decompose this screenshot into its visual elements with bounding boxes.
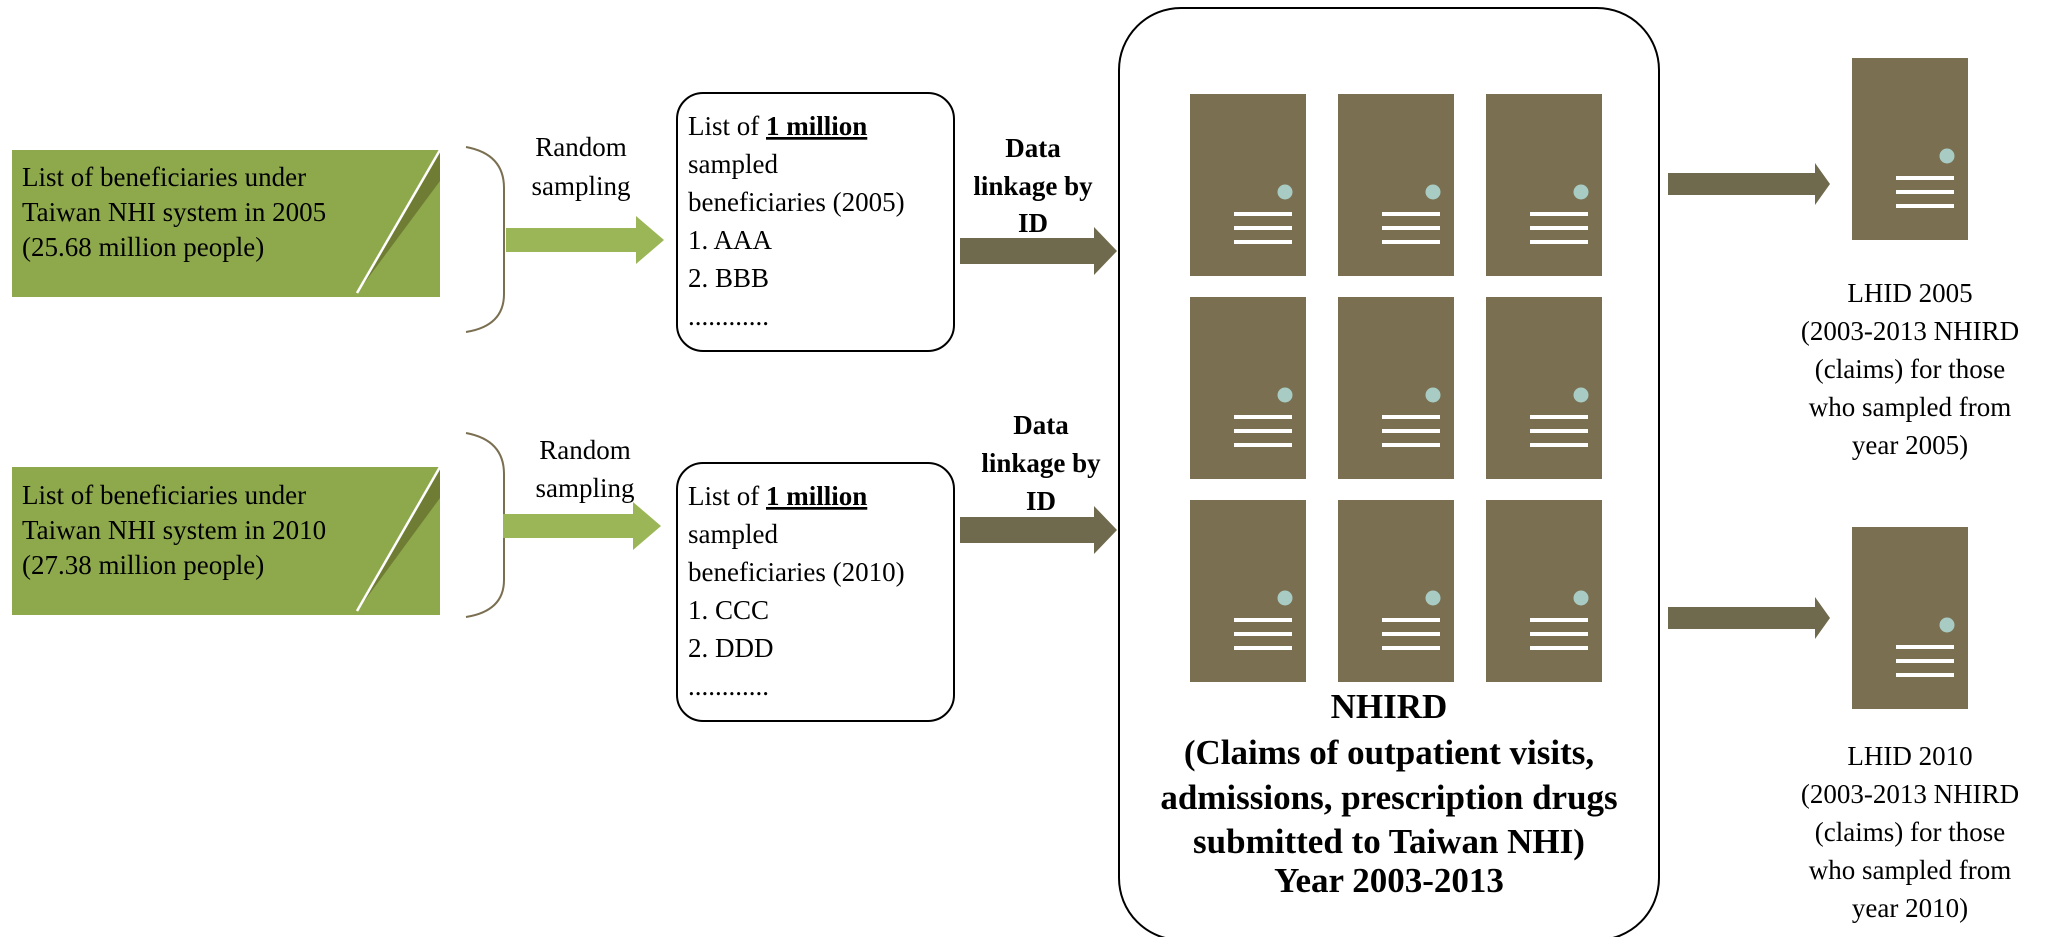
server-icon xyxy=(1338,94,1454,276)
list-title: List of 1 million xyxy=(688,481,867,511)
server-icon xyxy=(1190,297,1306,479)
nhird-line: submitted to Taiwan NHI) xyxy=(1193,822,1585,861)
server-icon xyxy=(1338,500,1454,682)
nhird-line: Year 2003-2013 xyxy=(1274,861,1504,900)
source-banner-bg xyxy=(12,150,440,297)
source-banner-2005: List of beneficiaries under Taiwan NHI s… xyxy=(12,149,442,297)
lhid-line: LHID 2005 xyxy=(1847,278,1972,308)
data-linkage-label: Data xyxy=(1005,133,1061,163)
server-icon xyxy=(1486,500,1602,682)
sampled-list-2005: List of 1 million sampled beneficiaries … xyxy=(676,92,955,352)
server-icon xyxy=(1338,297,1454,479)
source-banner-bg xyxy=(12,467,440,615)
server-icon xyxy=(1486,94,1602,276)
random-sampling-label: sampling xyxy=(532,171,631,201)
right-brace-2010 xyxy=(465,432,505,618)
list-line: ............ xyxy=(688,301,769,331)
server-icon xyxy=(1190,94,1306,276)
lhid-server-icon-2010 xyxy=(1852,527,1968,709)
list-line: sampled xyxy=(688,149,778,179)
sampled-list-box xyxy=(676,462,955,722)
lhid-line: (claims) for those xyxy=(1815,354,2005,384)
lhid-line: (claims) for those xyxy=(1815,817,2005,847)
list-line: 1. CCC xyxy=(688,595,769,625)
nhird-line: admissions, prescription drugs xyxy=(1160,778,1617,817)
list-line: beneficiaries (2010) xyxy=(688,557,905,587)
sampled-list-box xyxy=(676,92,955,352)
list-line: 2. DDD xyxy=(688,633,774,663)
list-line: ............ xyxy=(688,671,769,701)
lhid-caption-2005: LHID 2005 (2003-2013 NHIRD (claims) for … xyxy=(1801,278,2019,460)
lhid-line: who sampled from xyxy=(1809,392,2011,422)
list-line: 2. BBB xyxy=(688,263,769,293)
nhird-line: NHIRD xyxy=(1331,687,1448,726)
lhid-line: (2003-2013 NHIRD xyxy=(1801,779,2019,809)
lhid-server-icon-2005 xyxy=(1852,58,1968,240)
lhid-caption-2010: LHID 2010 (2003-2013 NHIRD (claims) for … xyxy=(1801,741,2019,923)
output-arrow-2005 xyxy=(1668,163,1830,205)
data-linkage-label: linkage by xyxy=(973,171,1093,201)
linkage-arrow-2005 xyxy=(960,227,1117,275)
nhird-caption: NHIRD (Claims of outpatient visits, admi… xyxy=(1160,687,1617,900)
list-line: 1. AAA xyxy=(688,225,773,255)
sampled-list-2010: List of 1 million sampled beneficiaries … xyxy=(676,462,955,722)
lhid-line: LHID 2010 xyxy=(1847,741,1972,771)
random-sampling-label: Random xyxy=(535,132,627,162)
source-banner-2010: List of beneficiaries under Taiwan NHI s… xyxy=(12,466,442,615)
source-line: Taiwan NHI system in 2010 xyxy=(22,515,326,545)
output-arrow-2010 xyxy=(1668,597,1830,639)
sampling-arrow-2005 xyxy=(506,216,664,264)
random-sampling-label: sampling xyxy=(536,473,635,503)
server-icon xyxy=(1486,297,1602,479)
lhid-line: (2003-2013 NHIRD xyxy=(1801,316,2019,346)
source-line: Taiwan NHI system in 2005 xyxy=(22,197,326,227)
server-grid xyxy=(1190,94,1602,682)
source-line: List of beneficiaries under xyxy=(22,162,306,192)
list-line: beneficiaries (2005) xyxy=(688,187,905,217)
source-line: (25.68 million people) xyxy=(22,232,264,262)
lhid-line: year 2010) xyxy=(1852,893,1968,923)
linkage-arrow-2010 xyxy=(960,506,1117,554)
sampling-arrow-2010 xyxy=(503,502,661,550)
server-icon xyxy=(1190,500,1306,682)
lhid-line: who sampled from xyxy=(1809,855,2011,885)
data-linkage-label: linkage by xyxy=(981,448,1101,478)
list-title: List of 1 million xyxy=(688,111,867,141)
source-line: (27.38 million people) xyxy=(22,550,264,580)
list-line: sampled xyxy=(688,519,778,549)
random-sampling-label: Random xyxy=(539,435,631,465)
data-linkage-label: ID xyxy=(1026,486,1056,516)
source-line: List of beneficiaries under xyxy=(22,480,306,510)
nhird-line: (Claims of outpatient visits, xyxy=(1184,733,1594,772)
data-linkage-label: ID xyxy=(1018,208,1048,238)
data-linkage-label: Data xyxy=(1013,410,1069,440)
lhid-line: year 2005) xyxy=(1852,430,1968,460)
right-brace-2005 xyxy=(465,146,505,333)
